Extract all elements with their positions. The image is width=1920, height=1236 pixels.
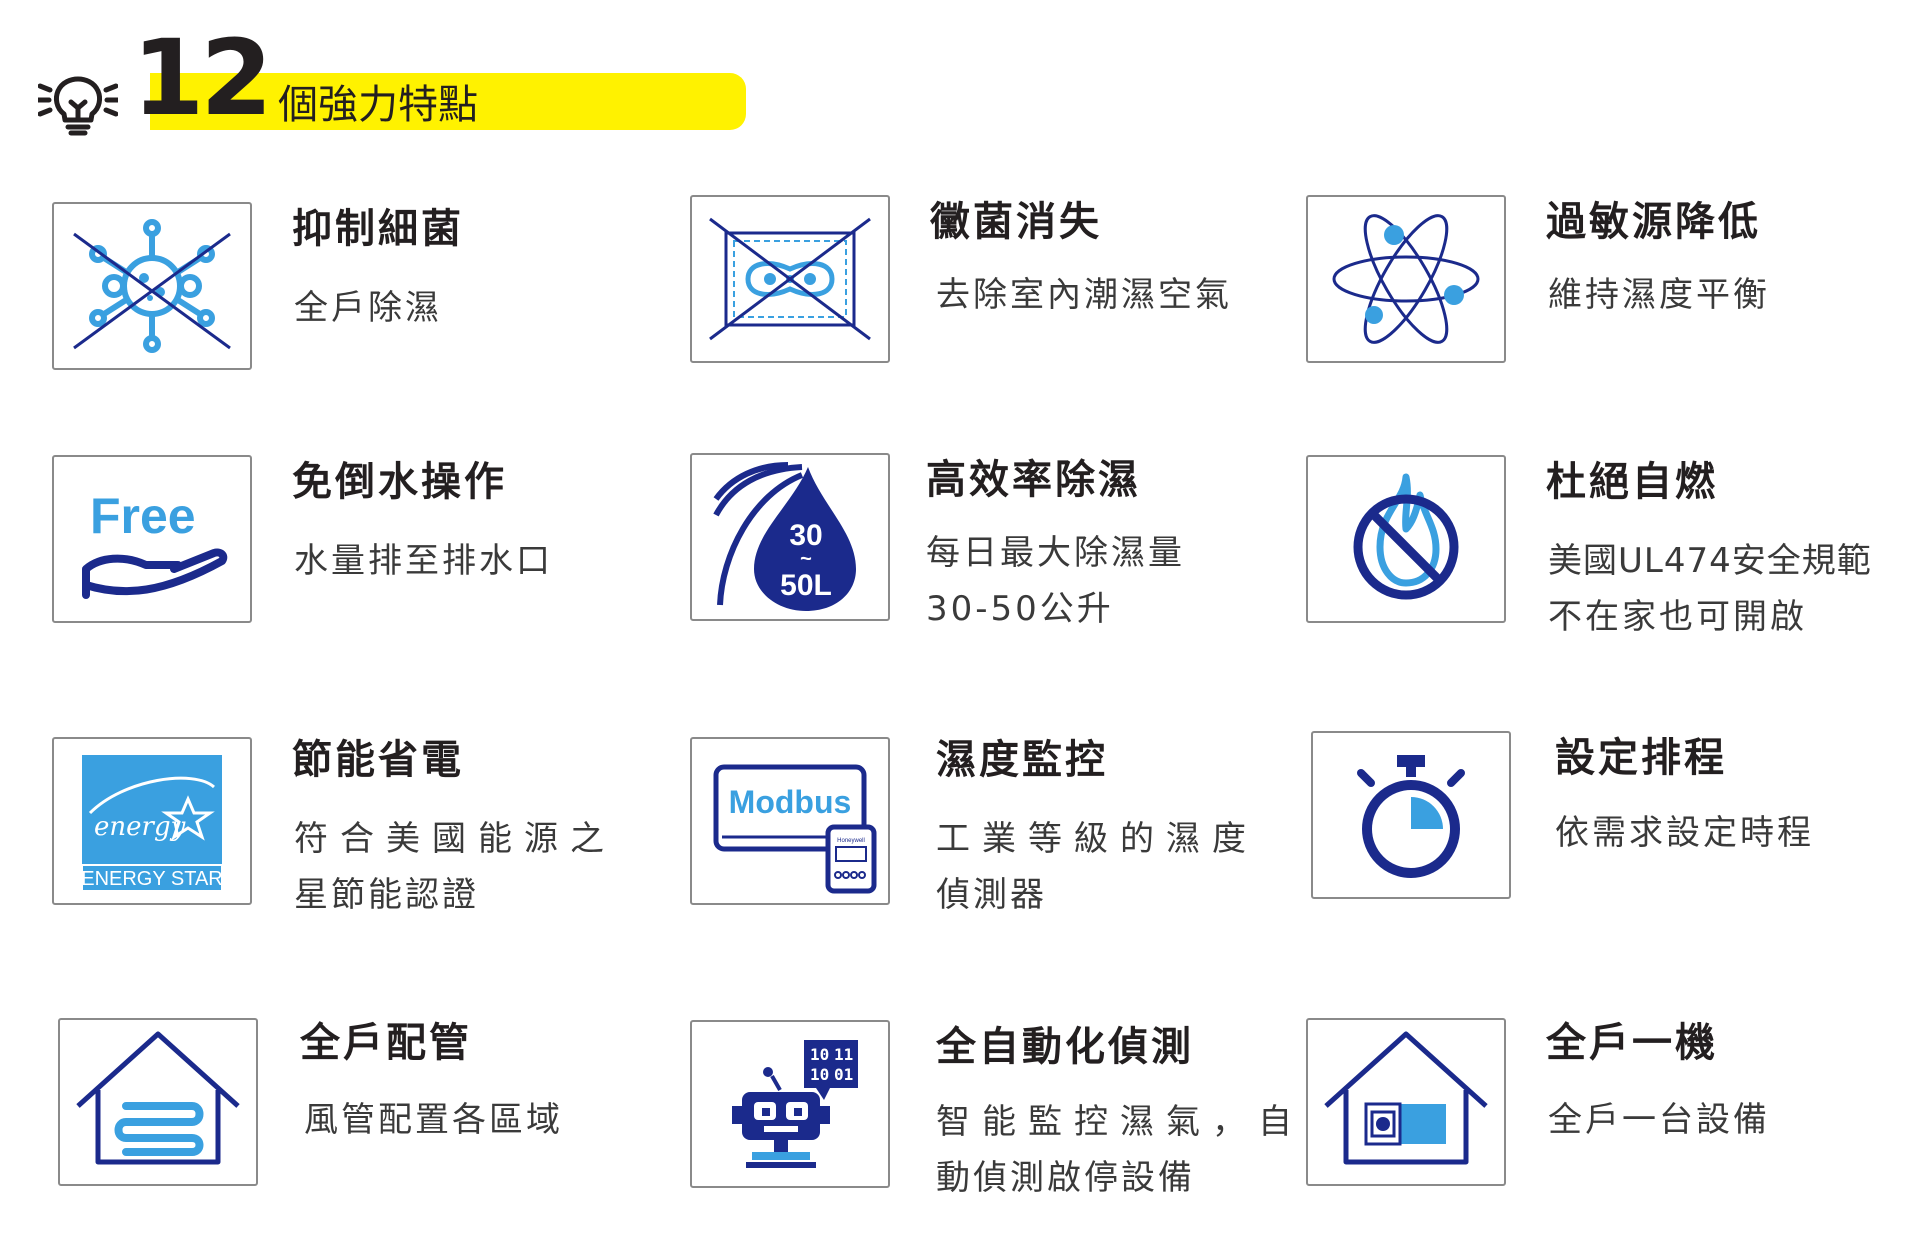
feature-description: 美國UL474安全規範 不在家也可開啟 [1548, 533, 1908, 645]
no-fire-icon [1353, 473, 1459, 600]
feature-icon-box [1306, 455, 1506, 623]
feature-description-line: 風管配置各區域 [304, 1100, 563, 1140]
feature-description: 全戶除濕 [294, 280, 654, 336]
water-drop-icon: 30 ~ 50L [713, 462, 856, 611]
feature-icon-box [52, 202, 252, 370]
feature-title: 節能省電 [292, 737, 464, 783]
feature-title: 高效率除濕 [926, 457, 1141, 503]
stopwatch-icon [1357, 755, 1465, 878]
feature-description-line: 星節能認證 [294, 875, 479, 915]
house-unit-icon [1324, 1031, 1488, 1165]
lightbulb-icon [38, 76, 118, 136]
feature-icon-box: Modbus Honeywell [690, 737, 890, 905]
energy-star-icon: energy ENERGY STAR [81, 755, 223, 892]
feature-card: 10 11 10 01 全自動化偵測 智能監控濕氣，自 動偵測啟停設備 [690, 1020, 1292, 1220]
energy-script-label: energy [94, 812, 186, 842]
free-hand-icon: Free [82, 488, 228, 599]
feature-card: energy ENERGY STAR 節能省電 符合美國能源之 星節能認證 [52, 737, 652, 937]
modbus-sensor-icon: Modbus Honeywell [713, 764, 877, 894]
feature-description-line: 全戶除濕 [294, 288, 442, 328]
feature-icon-box [1306, 195, 1506, 363]
drop-value-sep: ~ [800, 548, 812, 570]
feature-description-line: 全戶一台設備 [1548, 1100, 1770, 1140]
feature-title: 黴菌消失 [930, 199, 1102, 245]
feature-card: 設定排程 依需求設定時程 [1311, 731, 1911, 931]
feature-title: 全戶一機 [1546, 1020, 1718, 1066]
feature-description: 維持濕度平衡 [1548, 267, 1908, 323]
feature-title: 設定排程 [1555, 735, 1727, 781]
page-title: 個強力特點 [278, 82, 478, 128]
feature-card: Free 免倒水操作 水量排至排水口 [52, 455, 652, 655]
feature-description-line: 30-50公升 [926, 589, 1114, 629]
feature-card: 30 ~ 50L 高效率除濕 每日最大除濕量 30-50公升 [690, 453, 1290, 653]
feature-description: 風管配置各區域 [304, 1092, 664, 1148]
modbus-label: Modbus [729, 784, 852, 820]
feature-description-line: 依需求設定時程 [1555, 813, 1814, 853]
feature-card: Modbus Honeywell 濕度監控 工業等級的濕度 偵測器 [690, 737, 1290, 937]
feature-card: 抑制細菌 全戶除濕 [52, 202, 652, 402]
feature-description-line: 智能監控濕氣，自 [936, 1102, 1304, 1142]
feature-title: 抑制細菌 [292, 206, 464, 252]
feature-title: 全自動化偵測 [936, 1024, 1194, 1070]
feature-description-line: 偵測器 [936, 875, 1047, 915]
feature-icon-box: 10 11 10 01 [690, 1020, 890, 1188]
feature-card: 全戶一機 全戶一台設備 [1306, 1018, 1906, 1218]
feature-count: 12 [132, 17, 273, 139]
feature-description-line: 符合美國能源之 [294, 819, 616, 859]
energy-star-label: ENERGY STAR [81, 868, 223, 890]
feature-icon-box [690, 195, 890, 363]
feature-card: 過敏源降低 維持濕度平衡 [1306, 195, 1906, 395]
drop-value-top: 30 [789, 519, 822, 552]
feature-title: 濕度監控 [936, 737, 1108, 783]
feature-icon-box [1306, 1018, 1506, 1186]
house-duct-icon [76, 1031, 240, 1165]
robot-bits-4: 01 [834, 1065, 853, 1084]
feature-title: 杜絕自燃 [1546, 459, 1718, 505]
feature-card: 杜絕自燃 美國UL474安全規範 不在家也可開啟 [1306, 455, 1906, 655]
header-highlight-bar [150, 73, 746, 130]
feature-description-line: 美國UL474安全規範 [1548, 541, 1872, 581]
free-label: Free [90, 488, 196, 544]
feature-description-line: 動偵測啟停設備 [936, 1158, 1195, 1198]
feature-description: 每日最大除濕量 30-50公升 [926, 525, 1286, 637]
feature-title: 免倒水操作 [292, 459, 507, 505]
feature-icon-box: energy ENERGY STAR [52, 737, 252, 905]
feature-description-line: 去除室內潮濕空氣 [936, 275, 1232, 315]
robot-icon: 10 11 10 01 [732, 1040, 858, 1168]
drop-value-bottom: 50L [780, 569, 832, 602]
feature-description-line: 維持濕度平衡 [1548, 275, 1770, 315]
robot-bits-1: 10 [810, 1045, 829, 1064]
feature-icon-box: 30 ~ 50L [690, 453, 890, 621]
feature-icon-box: Free [52, 455, 252, 623]
mold-crossed-icon [709, 217, 871, 341]
feature-description: 智能監控濕氣，自 動偵測啟停設備 [936, 1094, 1296, 1206]
feature-title: 全戶配管 [300, 1020, 472, 1066]
feature-icon-box [58, 1018, 258, 1186]
feature-description: 去除室內潮濕空氣 [936, 267, 1296, 323]
feature-description-line: 工業等級的濕度 [936, 819, 1258, 859]
feature-description: 全戶一台設備 [1548, 1092, 1908, 1148]
feature-icon-box [1311, 731, 1511, 899]
feature-description-line: 每日最大除濕量 [926, 533, 1185, 573]
feature-card: 全戶配管 風管配置各區域 [58, 1018, 658, 1218]
feature-description: 依需求設定時程 [1555, 805, 1915, 861]
robot-bits-2: 11 [834, 1045, 853, 1064]
feature-description: 水量排至排水口 [294, 533, 654, 589]
feature-card: 黴菌消失 去除室內潮濕空氣 [690, 195, 1290, 395]
bacteria-crossed-icon [73, 219, 231, 353]
atom-icon [1332, 214, 1480, 344]
page-header: 12 個強力特點 [0, 0, 1920, 140]
honeywell-label: Honeywell [837, 838, 865, 844]
feature-description: 工業等級的濕度 偵測器 [936, 811, 1296, 923]
robot-bits-3: 10 [810, 1065, 829, 1084]
feature-description: 符合美國能源之 星節能認證 [294, 811, 654, 923]
feature-description-line: 不在家也可開啟 [1548, 597, 1807, 637]
feature-title: 過敏源降低 [1546, 199, 1761, 245]
feature-description-line: 水量排至排水口 [294, 541, 553, 581]
